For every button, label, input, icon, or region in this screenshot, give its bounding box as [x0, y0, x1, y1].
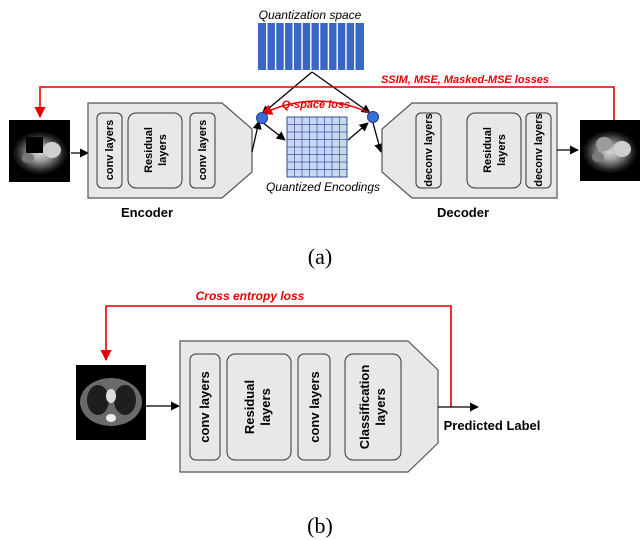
caption-b: (b) [307, 513, 333, 538]
decoder-deconv-label-2: deconv layers [533, 113, 545, 186]
quantized-encodings-grid [286, 116, 348, 178]
q-space-loss-arrow [260, 100, 373, 115]
q-space-loss-label: Q-space loss [282, 99, 350, 111]
classifier-residual-label-1: Residual [242, 380, 257, 434]
classifier-input-ct-image [76, 365, 146, 440]
cross-entropy-loss-arrow [100, 305, 452, 407]
decoder-deconv-block-1 [415, 112, 442, 189]
encoder-title: Encoder [121, 205, 173, 220]
cross-entropy-loss-label: Cross entropy loss [196, 289, 305, 303]
losses-label: SSIM, MSE, Masked-MSE losses [381, 74, 549, 86]
reconstruction-loss-arrow [34, 86, 615, 130]
encoder-to-node-arrow [251, 120, 262, 153]
encoder-conv-block-2 [189, 112, 216, 189]
decoder-input-node [367, 111, 379, 123]
predicted-label: Predicted Label [444, 418, 541, 433]
encoder-conv-label-2: conv layers [197, 120, 209, 181]
grid-to-node-arrow [347, 122, 369, 141]
output-ct-image [580, 120, 640, 181]
quantization-codebook [258, 23, 364, 70]
decoder-residual-label-2: layers [496, 134, 508, 166]
quantized-encodings-label: Quantized Encodings [266, 180, 380, 194]
classifier-conv-label-1: conv layers [197, 371, 212, 443]
decoder-title: Decoder [437, 205, 489, 220]
encoder-output-node [256, 112, 268, 124]
encoder-conv-label-1: conv layers [104, 120, 116, 181]
classifier-residual-block [226, 353, 292, 461]
classifier-conv-block-2 [297, 353, 331, 461]
classification-label-1: Classification [357, 365, 372, 450]
encoder-residual-label-1: Residual [143, 127, 155, 173]
decoder-residual-label-1: Residual [482, 127, 494, 173]
decoder-deconv-block-2 [525, 112, 552, 189]
quantization-space-label: Quantization space [259, 8, 362, 22]
classification-label-2: layers [373, 388, 388, 426]
panel-b: Cross entropy loss conv layers Residual … [76, 289, 540, 538]
encoder-residual-block [127, 112, 183, 189]
encoder-residual-label-2: layers [157, 134, 169, 166]
codebook-to-right-node-arrow [311, 71, 371, 114]
classifier-conv-block-1 [189, 353, 221, 461]
decoder-deconv-label-1: deconv layers [423, 113, 435, 186]
classifier-residual-label-2: layers [258, 388, 273, 426]
decoder-residual-block [466, 112, 522, 189]
caption-a: (a) [308, 244, 332, 269]
node-to-decoder-arrow [372, 122, 384, 153]
input-ct-image [9, 120, 70, 182]
classifier-conv-label-2: conv layers [307, 371, 322, 443]
encoder-conv-block-1 [96, 112, 123, 189]
node-to-grid-arrow [261, 121, 286, 141]
classification-layers-block [344, 353, 402, 461]
panel-a: Quantization space SSIM, MSE, Mas [9, 8, 640, 269]
